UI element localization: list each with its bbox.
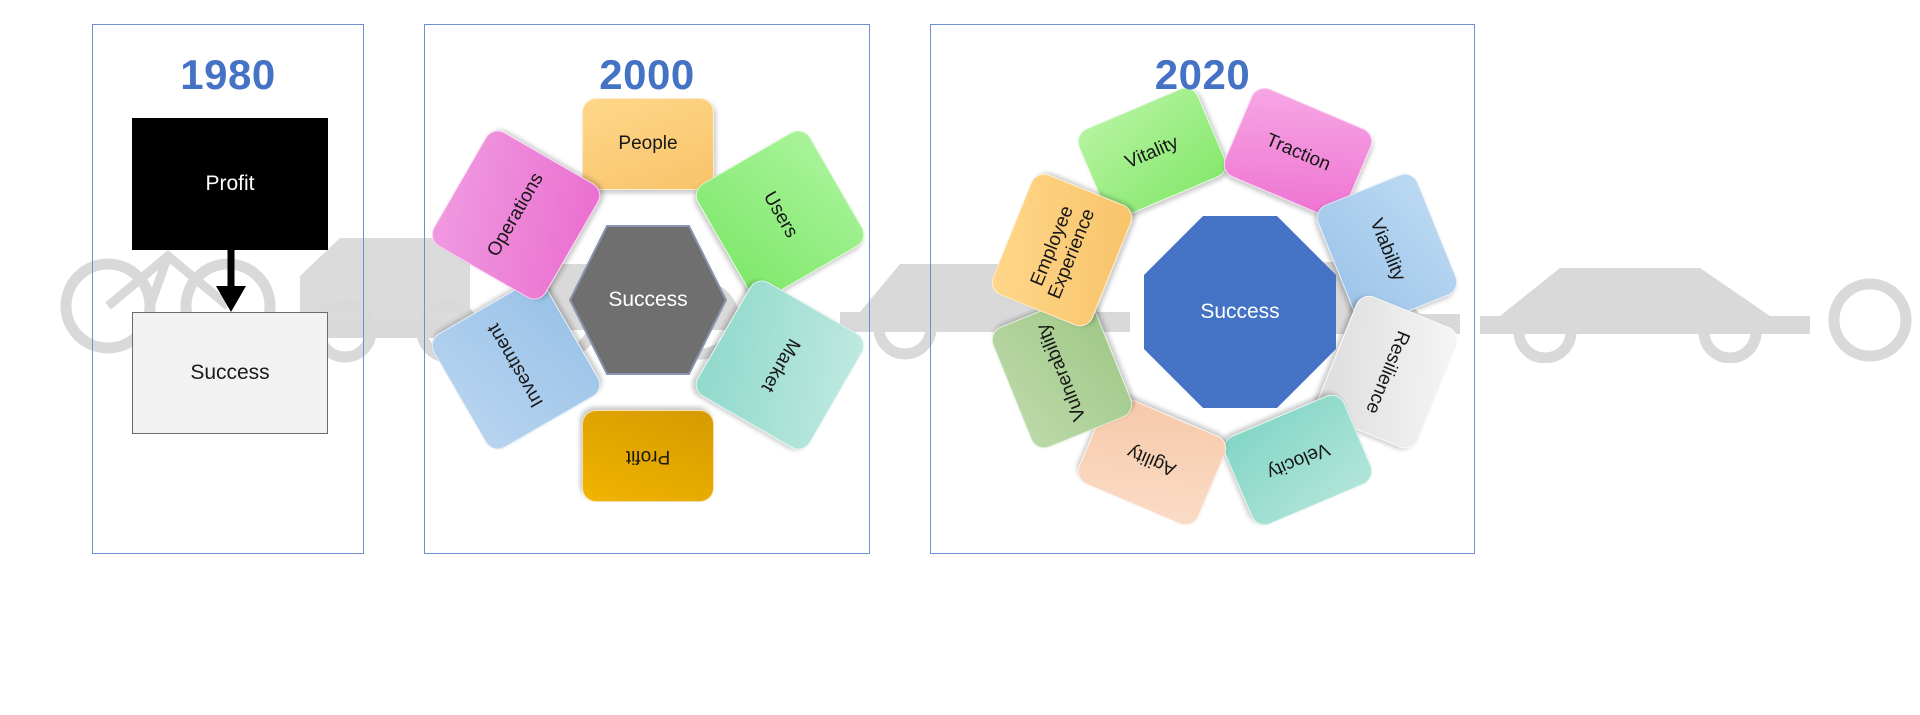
- card-label: People: [618, 133, 678, 155]
- node-label: Success: [190, 361, 270, 384]
- node-profit-1980[interactable]: Profit: [132, 118, 328, 250]
- core-label: Success: [1200, 300, 1280, 323]
- panel-title-2020: 2020: [1154, 51, 1251, 98]
- core-success-2020[interactable]: Success: [1141, 213, 1339, 411]
- node-success-1980[interactable]: Success: [132, 312, 328, 434]
- core-label: Success: [608, 288, 688, 311]
- panel-title-2000: 2000: [599, 51, 695, 98]
- panel-title-1980: 1980: [180, 51, 276, 98]
- card-people[interactable]: People: [582, 98, 714, 190]
- node-label: Profit: [205, 172, 255, 195]
- core-success-2000[interactable]: Success: [566, 222, 730, 378]
- flow-arrow-icon: [206, 248, 256, 314]
